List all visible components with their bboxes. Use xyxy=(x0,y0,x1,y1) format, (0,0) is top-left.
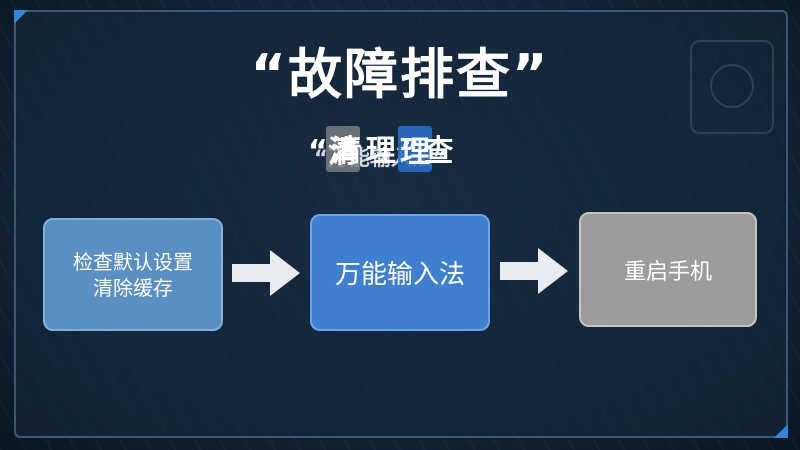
flow-step-restart-phone: 重启手机 xyxy=(579,212,757,327)
flow-step-1-line2: 清除缓存 xyxy=(93,275,173,300)
arrow-right-icon xyxy=(500,248,568,294)
subtitle-tile-left: 清 xyxy=(326,126,360,172)
flow-step-2-label: 万能输入法 xyxy=(334,260,465,290)
flow-step-1-line1: 检查默认设置 xyxy=(73,249,193,274)
flow-step-3-label: 重启手机 xyxy=(623,259,712,285)
subtitle-front-text: “清理”查 xyxy=(308,134,458,169)
flow-step-input-method: 万能输入法 xyxy=(310,214,490,331)
page-title: “故障排查” xyxy=(250,43,550,106)
subtitle-overlay: “万能输入法” 清 理 “清理”查 xyxy=(300,120,520,180)
flow-step-check-settings: 检查默认设置 清除缓存 xyxy=(43,218,223,331)
corner-accent-top-left xyxy=(14,10,28,24)
corner-accent-bottom-right xyxy=(774,424,788,438)
subtitle-tile-right: 理 xyxy=(398,126,432,172)
arrow-right-icon xyxy=(232,250,300,296)
decorative-circuit xyxy=(690,40,774,134)
